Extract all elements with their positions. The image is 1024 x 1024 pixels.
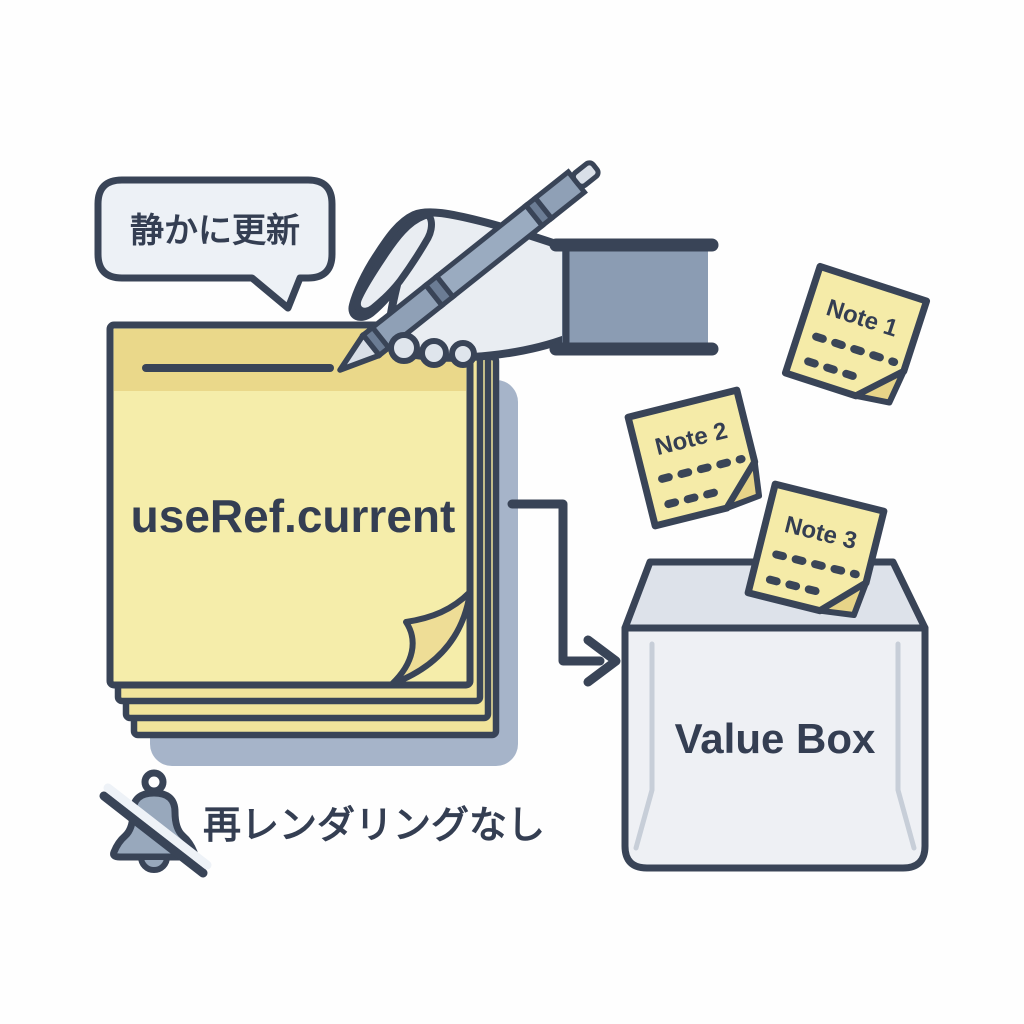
knuckle-2 [419, 338, 449, 368]
box-front [621, 624, 929, 872]
dashed-line-2 [664, 487, 725, 509]
hand-with-pen [337, 160, 719, 373]
knuckle-1 [388, 332, 420, 364]
page-curl [389, 589, 473, 687]
note-fold [724, 458, 763, 511]
speech-bubble-text: 静かに更新 [130, 212, 300, 250]
dashed-line-2 [765, 575, 827, 597]
dashed-line-1 [812, 332, 899, 367]
box-inner-line-left [633, 641, 655, 851]
sleeve-fill [562, 240, 708, 354]
folded-note-3: Note 3 [744, 480, 888, 619]
speech-bubble-shape [94, 176, 336, 312]
pen-clicker [570, 160, 601, 189]
no-rerender-label: 再レンダリングなし [203, 805, 545, 847]
slash-light [103, 783, 212, 870]
note-shape [781, 262, 931, 400]
bell-slash-icon [99, 769, 212, 878]
bell-clapper [138, 854, 170, 873]
elbow-arrow-right-icon [507, 499, 621, 687]
dashed-line-1 [658, 454, 746, 483]
speech-bubble: 静かに更新 [94, 176, 336, 312]
arrow-shaft [507, 499, 605, 666]
value-box-label: Value Box [675, 715, 876, 762]
falling-notes: Note 1 Note 2 [624, 262, 931, 530]
main-note [106, 321, 474, 689]
folded-note-2: Note 2 [624, 386, 763, 530]
main-note-label: useRef.current [131, 490, 456, 542]
pen-icon [337, 160, 601, 373]
knuckle-3 [449, 340, 477, 368]
slash-dark [99, 791, 208, 878]
no-rerender-indicator: 再レンダリングなし [99, 769, 545, 878]
dashed-line-1 [772, 550, 860, 579]
note-fold [852, 368, 907, 406]
sticky-note-stack: useRef.current [106, 321, 518, 766]
dashed-line-2 [804, 357, 864, 383]
folded-note-1: Note 1 [781, 262, 931, 406]
value-box: Note 3 Value Box [621, 480, 929, 872]
bell-ring [141, 769, 167, 795]
arrow-head [583, 635, 621, 687]
thumb [353, 211, 435, 315]
sleeve [549, 238, 719, 356]
box-inner-line-right [895, 641, 917, 851]
note-fold [816, 580, 869, 619]
